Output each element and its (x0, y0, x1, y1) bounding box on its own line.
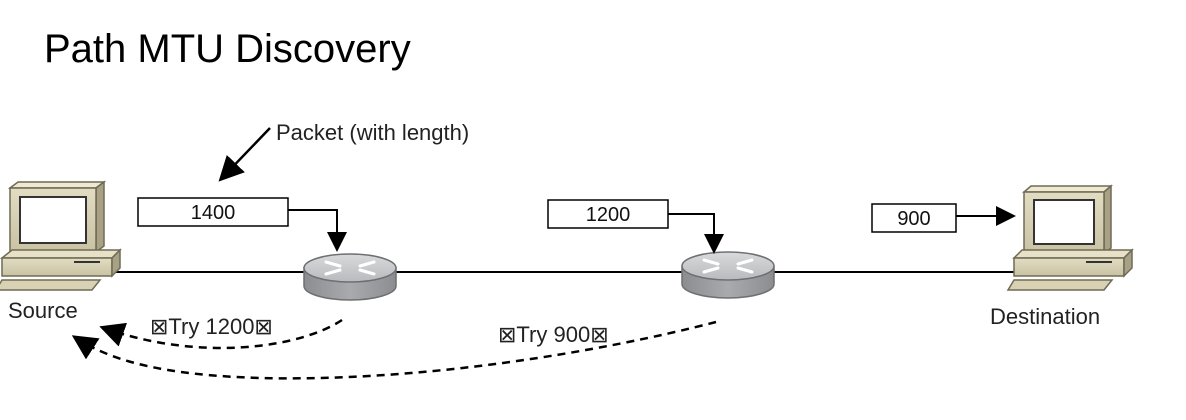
source-computer-icon (0, 180, 122, 291)
packet-arrow-2 (668, 213, 724, 254)
packet-size-1400: 1400 (191, 202, 236, 224)
packet-box-1400: 1400 (137, 197, 289, 227)
destination-label: Destination (990, 304, 1100, 329)
feedback-arrow-router-1 (99, 318, 343, 350)
router-1-icon (303, 253, 397, 301)
annotation-arrow (218, 127, 271, 182)
packet-annotation: Packet (with length) (276, 120, 469, 145)
source-label: Source (8, 298, 78, 323)
packet-arrow-1 (288, 209, 347, 252)
router-2-icon (681, 251, 775, 299)
packet-size-1200: 1200 (586, 204, 631, 226)
packet-box-1200: 1200 (547, 199, 669, 229)
packet-box-900: 900 (871, 203, 957, 233)
try-900-message: ⊠Try 900⊠ (498, 322, 609, 347)
packet-size-900: 900 (897, 208, 930, 230)
page-title: Path MTU Discovery (44, 27, 411, 71)
feedback-arrow-router-2 (71, 320, 717, 380)
try-1200-message: ⊠Try 1200⊠ (150, 314, 273, 339)
destination-computer-icon (1006, 184, 1134, 291)
